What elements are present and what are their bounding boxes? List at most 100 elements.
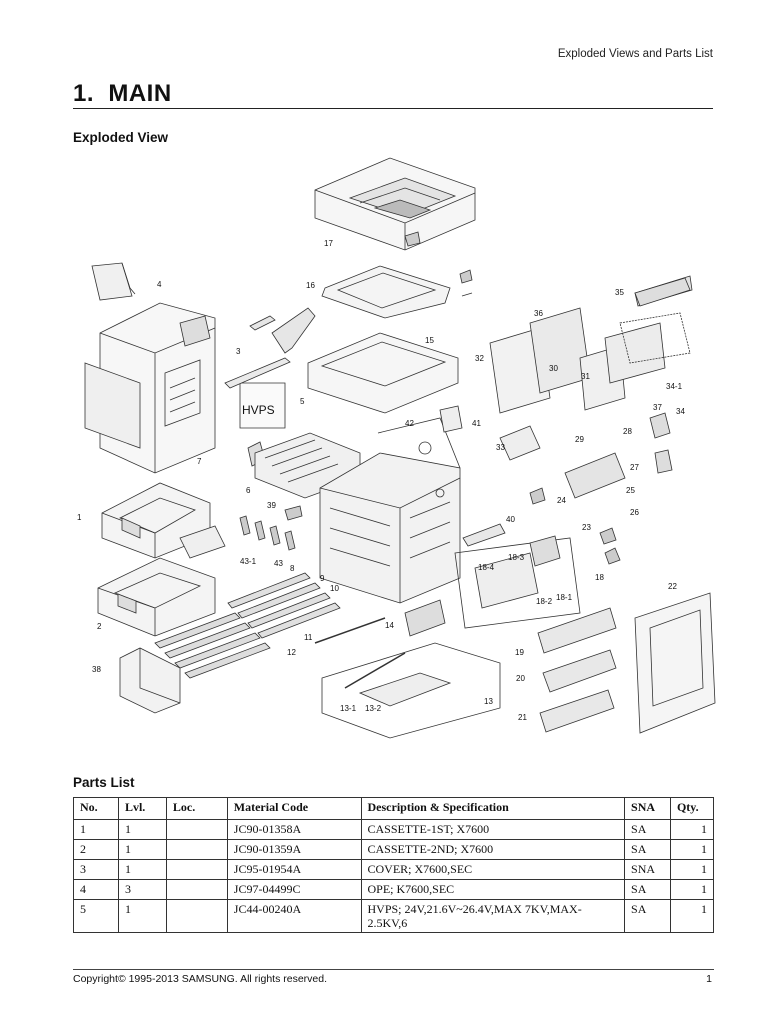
- callout-25: 25: [626, 486, 635, 495]
- part-18-fuser-group: [454, 535, 581, 629]
- cell-no: 5: [73, 899, 119, 933]
- callout-5: 5: [300, 397, 305, 406]
- cell-code: JC95-01954A: [226, 859, 362, 880]
- callout-8: 8: [290, 564, 295, 573]
- cell-no: 2: [73, 839, 119, 860]
- part-17-document-feeder: [314, 157, 476, 251]
- cell-loc: [165, 819, 228, 840]
- callout-36: 36: [534, 309, 543, 318]
- parts-list-heading: Parts List: [73, 775, 135, 790]
- callout-43: 43: [274, 559, 283, 568]
- callout-31: 31: [581, 372, 590, 381]
- callout-11: 11: [304, 633, 313, 642]
- callout-18-4: 18-4: [478, 563, 495, 572]
- table-row: 3 1 JC95-01954A COVER; X7600,SEC SNA 1: [73, 859, 715, 880]
- cell-sna: SA: [624, 839, 671, 860]
- title-rule: [73, 108, 713, 109]
- exploded-view-drawing: HVPS: [77, 157, 716, 739]
- callout-35: 35: [615, 288, 624, 297]
- cell-code: JC90-01359A: [226, 839, 362, 860]
- callout-39: 39: [267, 501, 276, 510]
- callout-24: 24: [557, 496, 566, 505]
- table-row: 2 1 JC90-01359A CASSETTE-2ND; X7600 SA 1: [73, 839, 715, 860]
- exploded-view-heading: Exploded View: [73, 130, 169, 145]
- hvps-label: HVPS: [242, 403, 275, 417]
- callout-13: 13: [484, 697, 493, 706]
- cell-desc: OPE; K7600,SEC: [360, 879, 626, 900]
- callout-40: 40: [506, 515, 515, 524]
- callout-13-2: 13-2: [365, 704, 382, 713]
- callout-38: 38: [92, 665, 101, 674]
- col-lvl: Lvl.: [117, 797, 167, 820]
- cell-desc: HVPS; 24V,21.6V~26.4V,MAX 7KV,MAX-2.5KV,…: [360, 899, 626, 933]
- col-sna: SNA: [624, 797, 671, 820]
- cell-code: JC97-04499C: [226, 879, 362, 900]
- cell-qty: 1: [669, 899, 715, 933]
- cell-desc: CASSETTE-1ST; X7600: [360, 819, 626, 840]
- callout-42: 42: [405, 419, 414, 428]
- drum-units: [154, 612, 271, 679]
- callout-30: 30: [549, 364, 558, 373]
- col-loc: Loc.: [165, 797, 228, 820]
- part-32-37-boards: [489, 275, 693, 414]
- cell-qty: 1: [669, 859, 715, 880]
- callout-27: 27: [630, 463, 639, 472]
- cell-loc: [165, 899, 228, 933]
- callout-26: 26: [630, 508, 639, 517]
- cell-qty: 1: [669, 819, 715, 840]
- cell-lvl: 3: [117, 879, 167, 900]
- page-number: 1: [706, 973, 712, 985]
- section-title: MAIN: [108, 80, 172, 107]
- part-5-hvps: HVPS: [224, 357, 291, 429]
- callout-21: 21: [518, 713, 527, 722]
- callout-6: 6: [246, 486, 251, 495]
- col-no: No.: [73, 797, 119, 820]
- callout-19: 19: [515, 648, 524, 657]
- callout-33: 33: [496, 443, 505, 452]
- callout-34-1: 34-1: [666, 382, 683, 391]
- cell-code: JC44-00240A: [226, 899, 362, 933]
- cell-loc: [165, 859, 228, 880]
- cell-loc: [165, 879, 228, 900]
- cell-desc: COVER; X7600,SEC: [360, 859, 626, 880]
- callout-15: 15: [425, 336, 434, 345]
- callout-17: 17: [324, 239, 333, 248]
- callout-14: 14: [385, 621, 394, 630]
- callout-18: 18: [595, 573, 604, 582]
- table-header-row: No. Lvl. Loc. Material Code Description …: [73, 797, 715, 820]
- callout-18-2: 18-2: [536, 597, 553, 606]
- cell-qty: 1: [669, 879, 715, 900]
- cell-no: 3: [73, 859, 119, 880]
- callout-23: 23: [582, 523, 591, 532]
- callout-2: 2: [97, 622, 102, 631]
- cell-lvl: 1: [117, 859, 167, 880]
- callout-18-3: 18-3: [508, 553, 525, 562]
- cell-sna: SNA: [624, 859, 671, 880]
- cell-no: 4: [73, 879, 119, 900]
- main-chassis: [319, 417, 461, 604]
- callout-32: 32: [475, 354, 484, 363]
- cell-loc: [165, 839, 228, 860]
- callout-22: 22: [668, 582, 677, 591]
- footer-rule: [73, 969, 714, 970]
- col-description: Description & Specification: [360, 797, 626, 820]
- callout-37: 37: [653, 403, 662, 412]
- table-row: 5 1 JC44-00240A HVPS; 24V,21.6V~26.4V,MA…: [73, 899, 715, 933]
- page-title: 1. MAIN: [73, 80, 172, 108]
- running-header: Exploded Views and Parts List: [557, 48, 713, 60]
- callout-13-1: 13-1: [340, 704, 357, 713]
- cell-code: JC90-01358A: [226, 819, 362, 840]
- cell-no: 1: [73, 819, 119, 840]
- table-row: 1 1 JC90-01358A CASSETTE-1ST; X7600 SA 1: [73, 819, 715, 840]
- part-38-cover: [119, 647, 181, 714]
- callout-28: 28: [623, 427, 632, 436]
- cell-qty: 1: [669, 839, 715, 860]
- part-3-cover: [84, 302, 216, 474]
- cell-lvl: 1: [117, 899, 167, 933]
- callout-43-1: 43-1: [240, 557, 257, 566]
- callout-9: 9: [320, 574, 325, 583]
- callout-1: 1: [77, 513, 82, 522]
- table-row: 4 3 JC97-04499C OPE; K7600,SEC SA 1: [73, 879, 715, 900]
- part-16-platen: [321, 231, 473, 319]
- parts-table: No. Lvl. Loc. Material Code Description …: [73, 797, 715, 933]
